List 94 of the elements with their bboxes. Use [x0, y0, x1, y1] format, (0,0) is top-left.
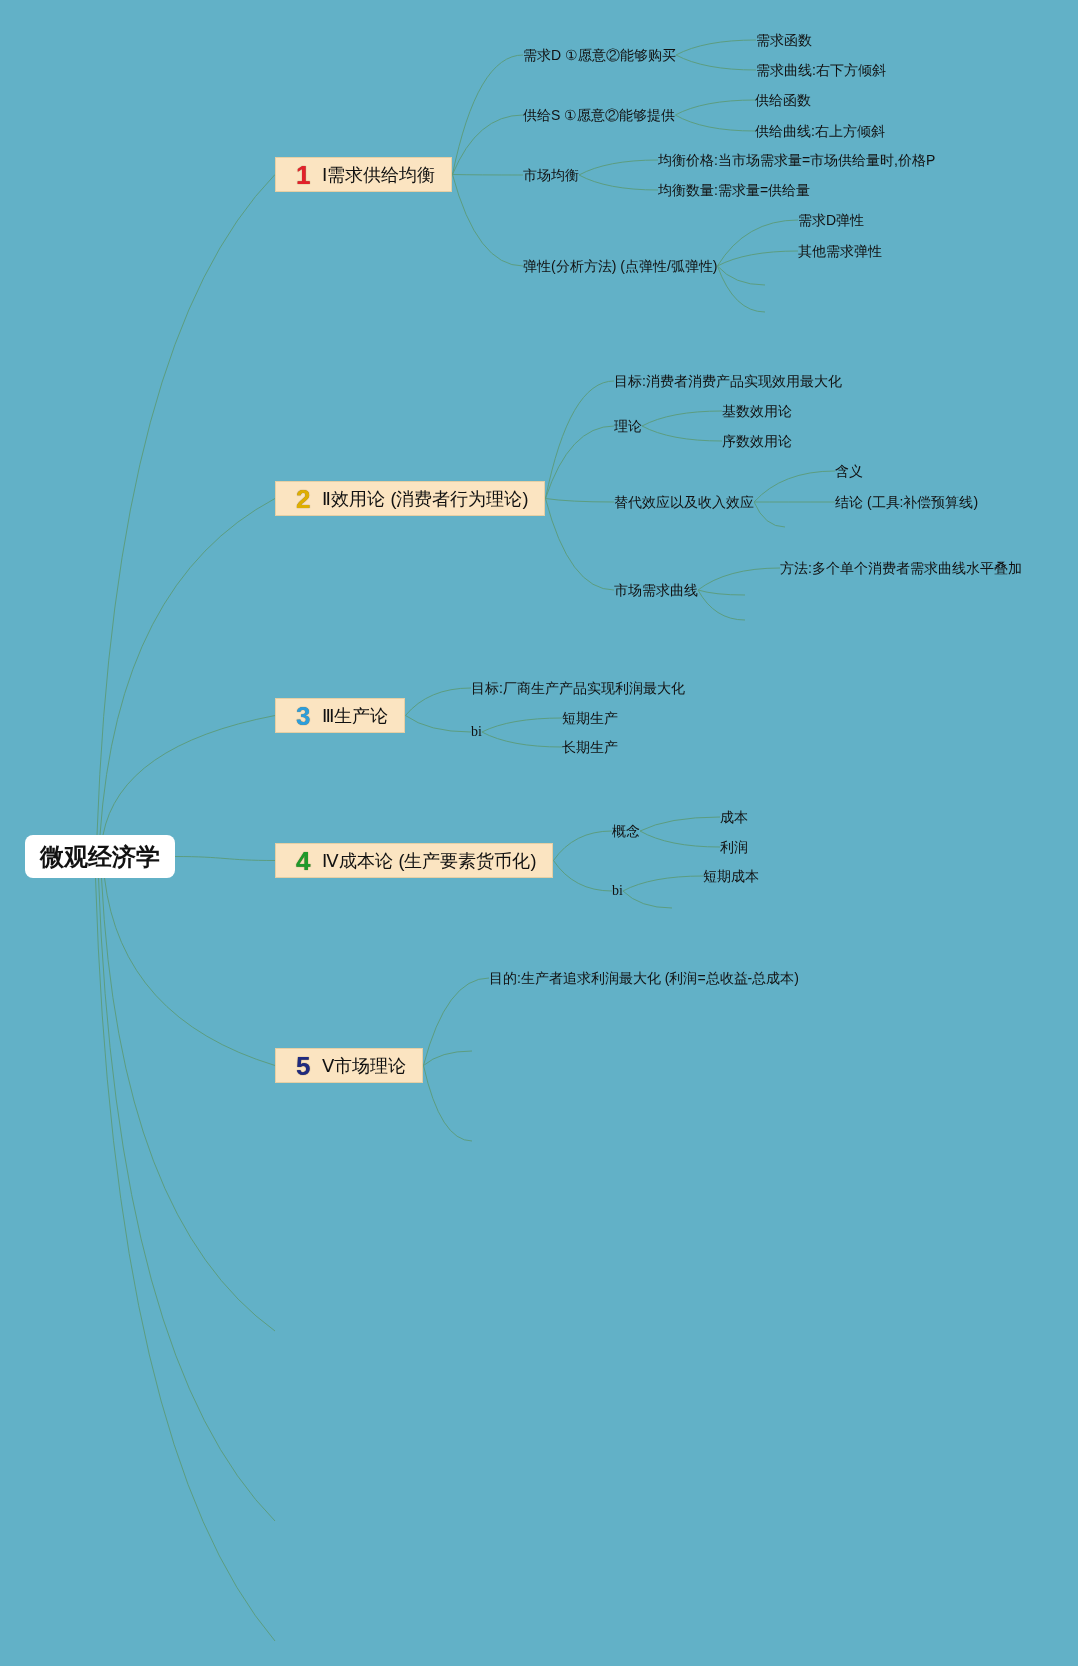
branch-line	[174, 856, 276, 861]
subtopic-text: 概念	[612, 822, 640, 840]
branch-line	[716, 250, 799, 267]
subtopic-text: 供给函数	[755, 91, 811, 109]
branch-line	[96, 174, 276, 836]
branch-line	[641, 425, 723, 442]
subtopic-text: 目标:厂商生产产品实现利润最大化	[471, 679, 685, 697]
branch-line	[544, 425, 615, 499]
branch-line	[716, 265, 766, 313]
branch-line	[697, 589, 746, 621]
topic-title: Ⅳ成本论 (生产要素货币化)	[322, 849, 537, 872]
subtopic-text: 利润	[720, 838, 748, 856]
subtopic-text: 结论 (工具:补偿预算线)	[835, 493, 979, 511]
subtopic-text: 其他需求弹性	[798, 242, 882, 260]
branch-line	[578, 159, 659, 176]
branch-line	[622, 875, 704, 892]
branch-line	[697, 589, 746, 596]
number-marker: 1	[296, 160, 311, 189]
subtopic-text: 方法:多个单个消费者需求曲线水平叠加	[780, 559, 1022, 577]
branch-line	[404, 715, 472, 733]
branch-line	[451, 54, 524, 175]
subtopic-text: 需求曲线:右下方倾斜	[756, 61, 886, 79]
branch-line	[675, 39, 757, 56]
branch-line	[422, 1065, 473, 1142]
branch-line	[697, 567, 781, 591]
subtopic-text: 短期成本	[703, 867, 759, 885]
branch-line	[104, 877, 276, 1066]
branch-line	[451, 174, 524, 176]
branch-line	[552, 860, 613, 892]
branch-line	[753, 470, 836, 503]
topic-box	[275, 157, 453, 192]
subtopic-text: 市场需求曲线	[614, 581, 698, 599]
subtopic-text: 均衡数量:需求量=供给量	[658, 181, 811, 199]
subtopic-text: 基数效用论	[722, 402, 792, 420]
central-topic: 微观经济学	[25, 835, 175, 878]
subtopic-text: 短期生产	[562, 709, 618, 727]
branch-line	[451, 114, 524, 175]
branch-line	[578, 174, 659, 191]
subtopic-text: 供给曲线:右上方倾斜	[755, 122, 885, 140]
branch-line	[481, 717, 563, 733]
topic-title: Ⅱ效用论 (消费者行为理论)	[322, 487, 529, 510]
branch-line	[716, 265, 766, 286]
topic-box	[275, 1048, 424, 1083]
subtopic-text: 均衡价格:当市场需求量=市场供给量时,价格P	[658, 151, 936, 169]
subtopic-text: 需求D ①愿意②能够购买	[523, 46, 676, 64]
topic-box	[275, 843, 554, 878]
subtopic-text: 弹性(分析方法) (点弹性/弧弹性)	[523, 257, 718, 275]
branch-line	[95, 877, 276, 1642]
branch-line	[674, 114, 756, 132]
branch-line	[552, 830, 613, 861]
number-marker: 4	[296, 846, 311, 875]
branch-line	[544, 498, 615, 503]
branch-line	[99, 498, 276, 836]
branch-line	[716, 219, 799, 267]
branch-line	[641, 410, 723, 427]
topic-title: Ⅴ市场理论	[322, 1054, 407, 1077]
branch-line	[101, 877, 276, 1332]
number-marker: 2	[296, 484, 311, 513]
subtopic-text: 序数效用论	[722, 432, 792, 450]
branch-line	[404, 687, 472, 716]
subtopic-text: 成本	[720, 808, 748, 826]
branch-line	[674, 99, 756, 116]
branch-line	[753, 501, 786, 528]
branch-line	[544, 380, 615, 499]
subtopic-text: 长期生产	[562, 738, 618, 756]
branch-line	[451, 174, 524, 267]
subtopic-text: 目的:生产者追求利润最大化 (利润=总收益-总成本)	[489, 969, 799, 987]
branch-line	[422, 1050, 473, 1066]
branch-line	[544, 498, 615, 591]
branch-line	[675, 54, 757, 71]
branch-line	[753, 501, 836, 503]
subtopic-text: bi	[471, 723, 482, 741]
topic-box	[275, 698, 406, 733]
branch-line	[98, 877, 276, 1522]
branch-line	[639, 830, 721, 848]
subtopic-text: bi	[612, 882, 623, 900]
topic-title: Ⅲ生产论	[322, 704, 389, 727]
number-marker: 5	[296, 1051, 311, 1080]
subtopic-text: 理论	[614, 417, 642, 435]
subtopic-text: 需求D弹性	[798, 211, 865, 229]
branch-line	[102, 715, 276, 836]
number-marker: 3	[296, 701, 311, 730]
subtopic-text: 目标:消费者消费产品实现效用最大化	[614, 372, 842, 390]
branch-line	[481, 731, 563, 748]
subtopic-text: 市场均衡	[523, 166, 579, 184]
topic-box	[275, 481, 546, 516]
subtopic-text: 需求函数	[756, 31, 812, 49]
branch-line	[622, 890, 673, 909]
topic-title: Ⅰ需求供给均衡	[322, 163, 436, 186]
subtopic-text: 替代效应以及收入效应	[614, 493, 754, 511]
branch-line	[639, 816, 721, 832]
subtopic-text: 含义	[835, 462, 863, 480]
branch-line	[422, 977, 490, 1066]
subtopic-text: 供给S ①愿意②能够提供	[523, 106, 676, 124]
